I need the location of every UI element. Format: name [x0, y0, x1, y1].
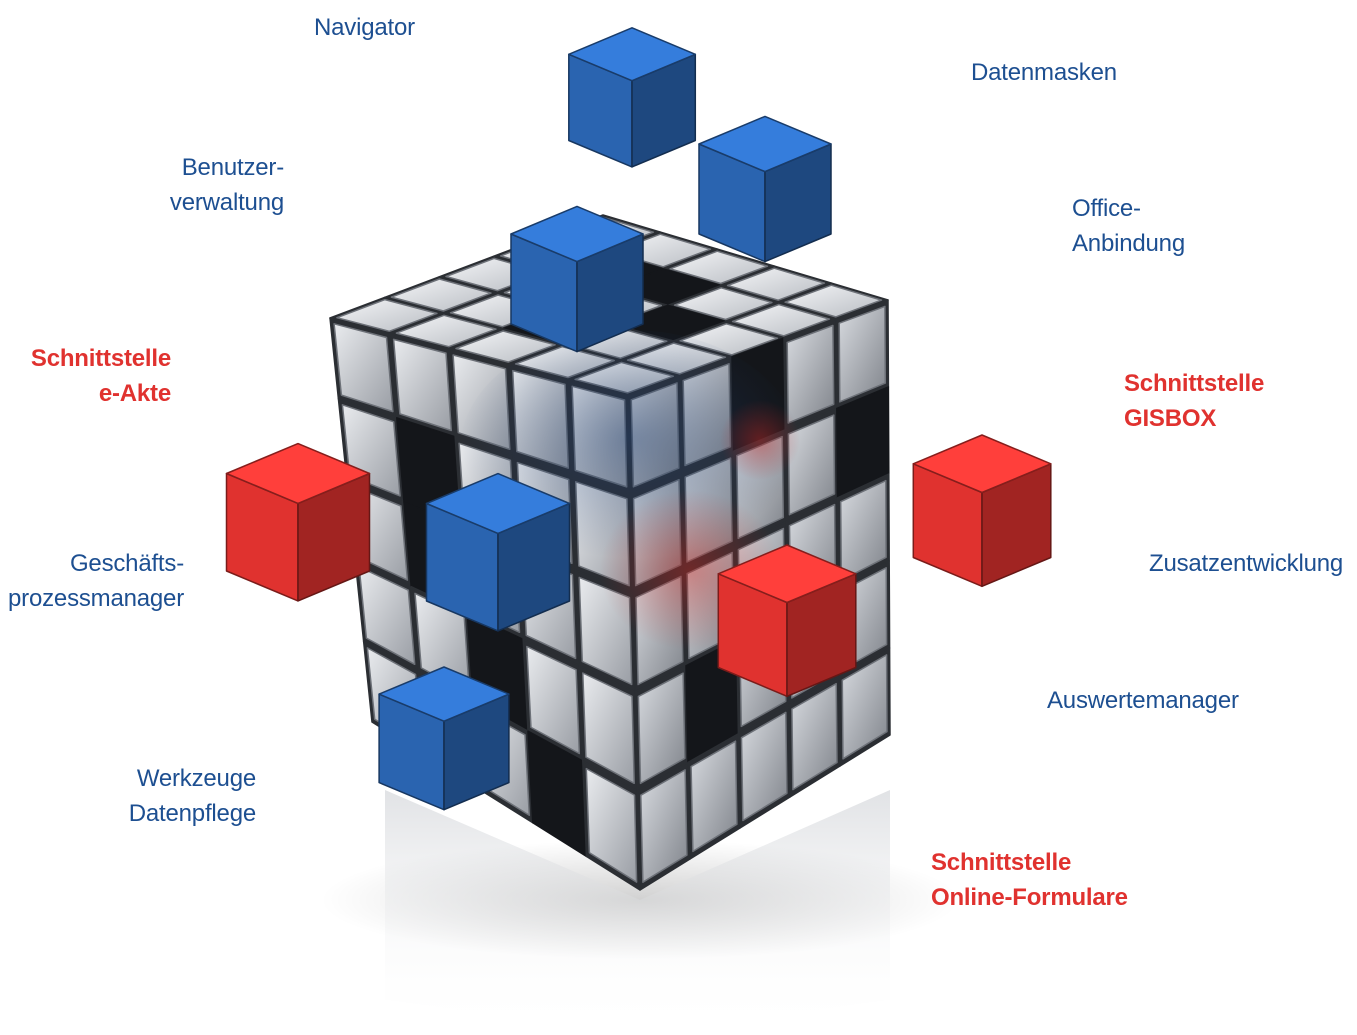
gp-line-2: prozessmanager — [8, 585, 184, 612]
label-benutzerverwaltung: Benutzer- verwaltung — [150, 150, 284, 220]
label-zusatzentwicklung: Zusatzentwicklung — [1149, 546, 1343, 581]
label-office-anbindung: Office- Anbindung — [1072, 191, 1185, 261]
left-face-block — [582, 672, 635, 785]
red-cube-left — [225, 442, 371, 602]
right-face-block — [791, 682, 838, 791]
left-face-block — [585, 767, 638, 883]
auswerte-text: Auswertemanager — [1047, 687, 1239, 714]
datenmasken-text: Datenmasken — [971, 59, 1117, 86]
right-face-block — [690, 740, 738, 853]
top-face-block — [455, 330, 556, 363]
office-line-1: Office- — [1072, 195, 1141, 222]
online-line-2: Online-Formulare — [931, 884, 1128, 911]
right-face-block — [640, 769, 688, 883]
label-schnittstelle-gisbox: Schnittstelle GISBOX — [1124, 366, 1264, 436]
top-face-block — [669, 250, 769, 285]
left-face-block — [333, 323, 394, 413]
top-face-block — [673, 287, 773, 321]
right-face-block — [839, 479, 887, 582]
blue-cube-upper-right — [698, 115, 832, 263]
top-face-block — [726, 267, 826, 301]
top-face-block — [390, 278, 492, 312]
left-face-block — [392, 338, 453, 432]
right-face-block — [740, 711, 788, 822]
left-face-block — [526, 645, 581, 755]
right-face-block — [786, 324, 835, 424]
top-face-block — [395, 314, 497, 348]
gisbox-line-2: GISBOX — [1124, 405, 1217, 432]
left-face-block — [358, 566, 416, 666]
werkzeuge-line-2: Datenpflege — [128, 800, 256, 827]
benutzer-line-1: Benutzer- — [181, 154, 284, 181]
label-navigator: Navigator — [314, 10, 415, 45]
blue-cube-bottom-left — [378, 666, 510, 811]
right-face-block — [841, 654, 888, 760]
werkzeuge-line-1: Werkzeuge — [136, 765, 256, 792]
zusatz-text: Zusatzentwicklung — [1149, 550, 1344, 577]
label-geschaeftsprozessmanager: Geschäfts- prozessmanager — [0, 546, 184, 616]
red-cube-right — [912, 434, 1052, 588]
office-line-2: Anbindung — [1072, 230, 1185, 257]
gisbox-line-1: Schnittstelle — [1124, 370, 1265, 397]
label-schnittstelle-online-formulare: Schnittstelle Online-Formulare — [931, 845, 1128, 915]
eakte-line-2: e-Akte — [98, 380, 171, 407]
red-cube-front — [717, 544, 857, 698]
right-face-block — [637, 672, 686, 785]
label-auswertemanager: Auswertemanager — [1047, 683, 1239, 718]
label-schnittstelle-eakte: Schnittstelle e-Akte — [20, 341, 171, 411]
eakte-line-1: Schnittstelle — [30, 345, 171, 372]
label-werkzeuge-datenpflege: Werkzeuge Datenpflege — [110, 761, 256, 831]
top-face-block — [784, 284, 883, 318]
right-face-block — [838, 305, 887, 403]
label-datenmasken: Datenmasken — [971, 55, 1117, 90]
online-line-1: Schnittstelle — [931, 849, 1072, 876]
top-face-block — [731, 303, 831, 337]
top-face-block — [336, 298, 438, 333]
blue-cube-middle-left — [425, 472, 571, 632]
blue-cube-on-top — [510, 205, 644, 353]
benutzer-line-2: verwaltung — [169, 189, 284, 216]
gp-line-1: Geschäfts- — [69, 550, 184, 577]
blue-cube-top — [568, 27, 697, 168]
navigator-text: Navigator — [314, 14, 415, 41]
